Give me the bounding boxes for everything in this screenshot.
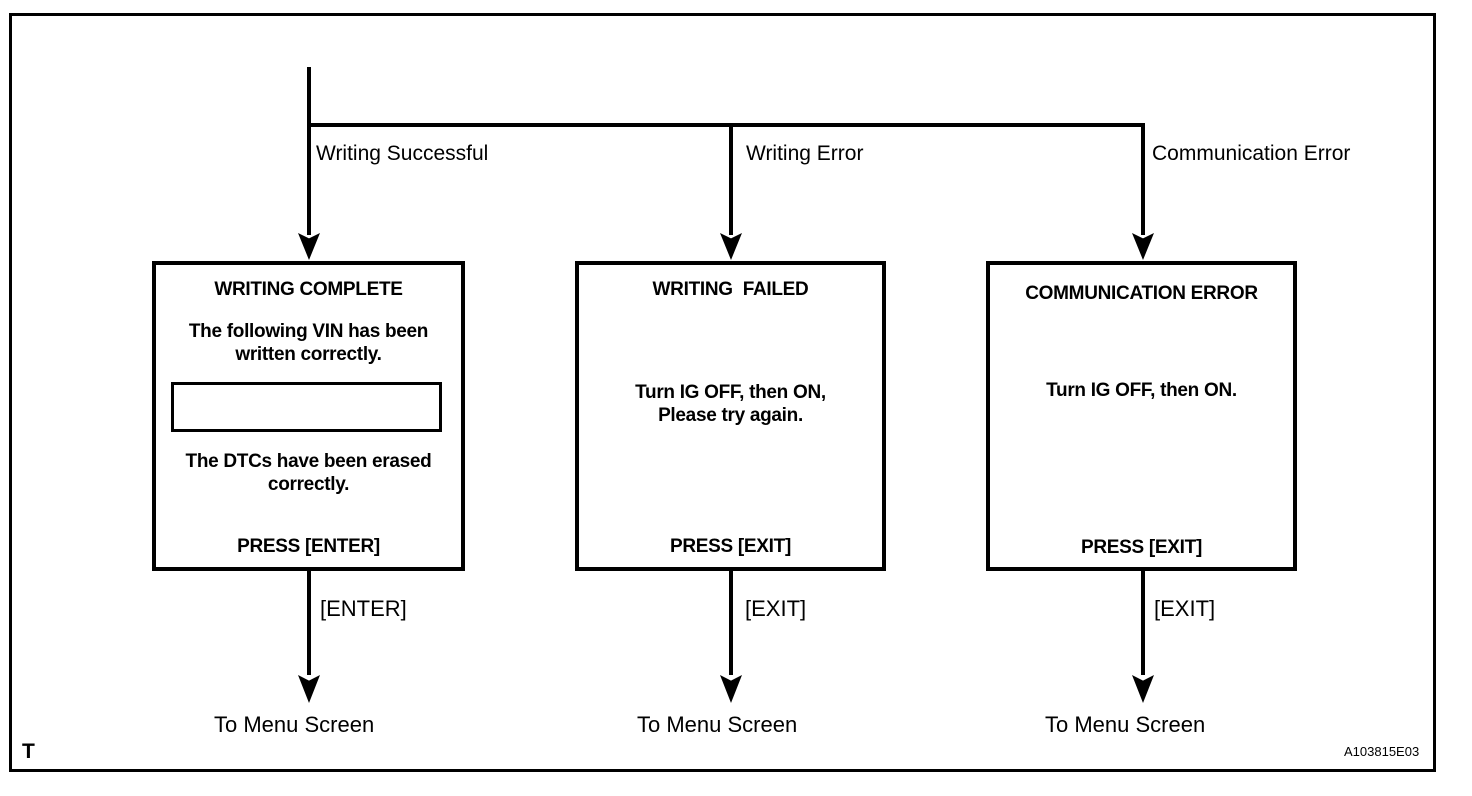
screen-press-instruction: PRESS [EXIT] bbox=[670, 536, 791, 557]
screen-title: WRITING COMPLETE bbox=[214, 279, 403, 300]
destination-label-menu-screen: To Menu Screen bbox=[637, 712, 798, 737]
screen-box-communication-error: COMMUNICATION ERROR Turn IG OFF, then ON… bbox=[986, 261, 1297, 571]
corner-label: T bbox=[22, 740, 35, 763]
screen-message-bottom: The DTCs have been erased correctly. bbox=[185, 451, 432, 495]
screen-message: Turn IG OFF, then ON. bbox=[1046, 380, 1237, 401]
screen-message-top: The following VIN has been written corre… bbox=[188, 321, 429, 365]
screen-press-instruction: PRESS [ENTER] bbox=[237, 536, 380, 557]
connector-branch-line bbox=[307, 123, 1145, 127]
connector-exit-line-right bbox=[1141, 571, 1145, 675]
connector-exit-line-middle bbox=[729, 571, 733, 675]
screen-message: Turn IG OFF, then ON, Please try again. bbox=[635, 382, 826, 426]
connector-exit-line-left bbox=[307, 571, 311, 675]
key-label-exit: [EXIT] bbox=[745, 596, 807, 621]
screen-box-writing-failed: WRITING FAILED Turn IG OFF, then ON, Ple… bbox=[575, 261, 886, 571]
connector-trunk-line bbox=[307, 67, 311, 235]
key-label-exit: [EXIT] bbox=[1154, 596, 1216, 621]
connector-drop-line-middle bbox=[729, 123, 733, 235]
branch-label-writing-successful: Writing Successful bbox=[316, 142, 489, 165]
connector-drop-line-right bbox=[1141, 123, 1145, 235]
branch-label-writing-error: Writing Error bbox=[746, 142, 864, 165]
vin-value-field bbox=[171, 382, 442, 432]
figure-code: A103815E03 bbox=[1344, 744, 1420, 759]
branch-label-communication-error: Communication Error bbox=[1152, 142, 1351, 165]
destination-label-menu-screen: To Menu Screen bbox=[1045, 712, 1206, 737]
screen-title: WRITING FAILED bbox=[652, 279, 809, 300]
screen-press-instruction: PRESS [EXIT] bbox=[1081, 537, 1202, 558]
destination-label-menu-screen: To Menu Screen bbox=[214, 712, 375, 737]
screen-box-writing-complete: WRITING COMPLETE The following VIN has b… bbox=[152, 261, 465, 571]
diagram-border bbox=[9, 13, 1436, 772]
key-label-enter: [ENTER] bbox=[320, 596, 407, 621]
screen-title: COMMUNICATION ERROR bbox=[1025, 283, 1258, 304]
